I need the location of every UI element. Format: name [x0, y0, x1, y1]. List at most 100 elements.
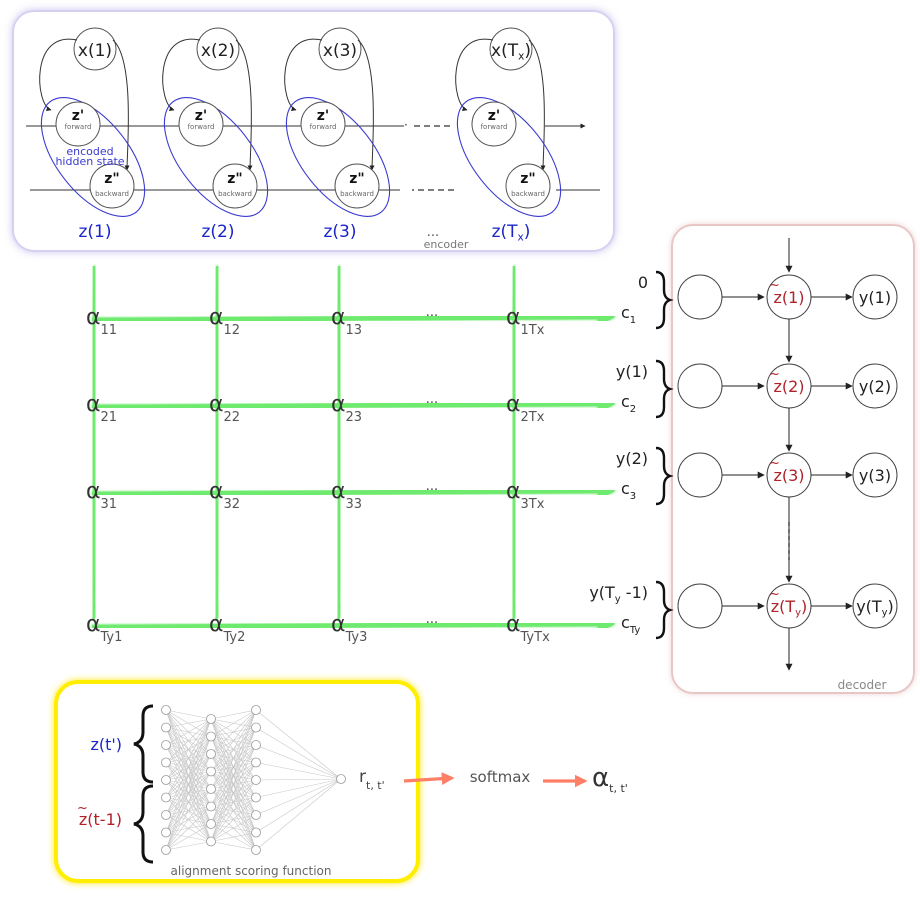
decoder-output-node-4	[852, 583, 898, 629]
attention-grid: α11α12α13α1Tx...α21α22α23α2Tx...α31α32α3…	[84, 265, 616, 645]
backward-node-label: z"	[227, 171, 242, 187]
alpha-subscript: 32	[224, 497, 241, 512]
net-edge	[165, 709, 212, 720]
context-c: c	[621, 613, 630, 632]
alpha-symbol: α	[506, 612, 521, 637]
context-top-label-1: 0	[638, 273, 648, 292]
input-node-2	[196, 27, 240, 71]
alpha-3-1: α31	[86, 479, 117, 512]
decoder-output-label-4-base: y(T	[856, 597, 882, 616]
attention-row-line-2	[91, 395, 616, 414]
context-brace-2	[655, 359, 674, 419]
backward-node	[505, 163, 551, 209]
backward-node-sublabel: backward	[511, 190, 545, 198]
net-edge	[165, 788, 212, 851]
attention-row-line-4	[91, 615, 616, 634]
backward-node-label: z"	[349, 171, 364, 187]
net-neuron-layer-2	[206, 766, 216, 777]
net-edge	[210, 779, 257, 842]
context-vector-label-2: c2	[621, 392, 636, 415]
result-alpha: α	[592, 763, 609, 793]
context-c-sub: Ty	[629, 625, 641, 636]
alpha-symbol: α	[506, 479, 521, 504]
encoder-output-label-1: z(1)	[78, 222, 111, 242]
decoder-state-tilde-4: ~	[769, 587, 780, 602]
row-ellipsis-3: ...	[426, 479, 438, 494]
alpha-4-4: αTyTx	[506, 612, 550, 645]
input-label-4-close: )	[524, 41, 531, 61]
alpha-subscript: 11	[101, 323, 118, 338]
net-edge	[210, 832, 257, 842]
net-edge	[255, 709, 342, 780]
net-neuron-layer-1	[161, 810, 171, 820]
row-ellipsis-2: ...	[426, 392, 438, 407]
net-edge	[255, 762, 342, 780]
net-neuron-layer-2	[206, 731, 216, 742]
decoder-input-node-4	[677, 583, 723, 629]
decoder-state-label-4-base: z(T	[771, 597, 796, 616]
input-label-2-base: x(2)	[201, 41, 235, 61]
input-label-2: x(2)	[201, 41, 235, 61]
alignment-input-top: z(t')	[90, 735, 122, 754]
attention-column-line-1	[84, 265, 103, 622]
net-neuron-layer-2	[206, 819, 216, 829]
net-neuron-layer-1	[161, 740, 171, 750]
alpha-3-3: α33	[331, 479, 362, 512]
net-edge	[255, 778, 342, 833]
decoder-panel	[671, 224, 915, 694]
row-ellipsis-4: ...	[426, 612, 438, 627]
hidden-state-ellipse	[163, 97, 269, 217]
net-edge	[165, 806, 212, 851]
hidden-state-ellipse	[285, 97, 391, 217]
backward-node-sublabel: backward	[218, 190, 252, 198]
net-edge	[210, 709, 257, 825]
decoder-input-node-1	[677, 274, 723, 320]
decoder-output-node-3	[852, 452, 898, 498]
backward-node-label: z"	[104, 171, 119, 187]
encoder-panel	[12, 10, 615, 252]
alignment-input-tilde: ~	[77, 801, 88, 816]
alpha-subscript: Ty3	[345, 630, 368, 645]
alpha-3-4: α3Tx	[506, 479, 545, 512]
score-sub: t, t'	[366, 779, 385, 792]
net-neuron-layer-3	[251, 775, 261, 785]
alpha-subscript: 22	[224, 410, 241, 425]
net-edge	[255, 778, 342, 781]
context-c-sub: 2	[630, 404, 636, 415]
net-neuron-layer-2	[206, 714, 216, 724]
alpha-1-3: α13	[331, 305, 362, 338]
alpha-subscript: 33	[346, 497, 363, 512]
net-neuron-layer-3	[251, 827, 261, 838]
context-top-base: y(2)	[616, 449, 648, 468]
alpha-subscript: 3Tx	[521, 497, 545, 512]
net-neuron-layer-1	[161, 845, 171, 855]
net-edge	[165, 736, 212, 851]
net-edge	[255, 778, 342, 816]
encoder-output-label-2: z(2)	[201, 222, 234, 242]
input-node-4	[489, 27, 533, 71]
net-neuron-layer-3	[251, 740, 261, 750]
alpha-subscript: 21	[101, 410, 118, 425]
net-neuron-layer-3	[251, 757, 261, 768]
alpha-1-2: α12	[209, 305, 240, 338]
alpha-3-2: α32	[209, 479, 240, 512]
context-top-base: y(1)	[616, 362, 648, 381]
context-brace-1	[655, 270, 674, 330]
context-c: c	[621, 392, 630, 411]
net-neuron-layer-3	[251, 845, 261, 855]
backward-node	[334, 163, 380, 209]
net-edge	[210, 841, 257, 851]
net-edge	[165, 718, 212, 728]
alpha-subscript: 1Tx	[521, 323, 545, 338]
forward-node	[471, 101, 517, 147]
context-top-label-3: y(2)	[616, 449, 648, 468]
net-edge	[165, 718, 212, 746]
net-edge	[210, 709, 257, 772]
forward-node	[55, 101, 101, 147]
alpha-subscript: 23	[346, 410, 363, 425]
context-brace-4	[655, 580, 674, 640]
row-ellipsis-1: ...	[426, 305, 438, 320]
net-neuron-layer-2	[206, 784, 216, 794]
decoder-state-label-1-base: z(1)	[773, 288, 804, 307]
